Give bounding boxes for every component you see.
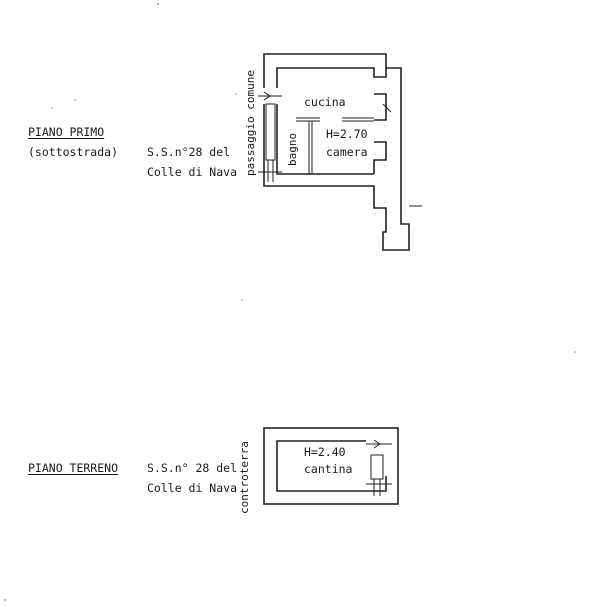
upper-outer-wall [263, 53, 387, 88]
upper-side-label: passaggio comune [244, 70, 257, 176]
ground-height-label: H=2.40 [304, 445, 346, 459]
ground-floor-address-line2: Colle di Nava [147, 481, 238, 495]
upper-right-wall-b [373, 141, 387, 174]
upper-door-mark [382, 103, 392, 113]
ground-floor-plan [263, 427, 399, 505]
ground-outer-wall [263, 427, 399, 505]
upper-inner-left-wall [276, 104, 374, 175]
upper-floor-address-line1: S.S.n°28 del [147, 145, 231, 159]
room-kitchen-label: cucina [304, 95, 346, 109]
room-cellar-label: cantina [304, 462, 353, 476]
ground-stair [370, 454, 384, 480]
room-height-label: H=2.70 [326, 127, 368, 141]
upper-floor-plan [258, 53, 422, 251]
upper-stair [265, 103, 276, 161]
upper-floor-subtitle: (sottostrada) [28, 145, 119, 159]
upper-floor-title: PIANO PRIMO [28, 125, 105, 139]
upper-left-wall [263, 67, 410, 251]
room-bedroom-label: camera [326, 145, 368, 159]
upper-floor-address-line2: Colle di Nava [147, 165, 238, 179]
upper-right-wall-a [374, 93, 387, 121]
ground-side-label: controterra [238, 441, 251, 514]
room-bathroom-label: bagno [286, 132, 299, 166]
ground-inner-wall [276, 440, 387, 492]
ground-floor-address-line1: S.S.n° 28 del [147, 461, 238, 475]
upper-entrance-arrowhead [263, 91, 271, 101]
ground-floor-title: PIANO TERRENO [28, 461, 119, 475]
ground-entrance-arrowhead [373, 439, 381, 449]
